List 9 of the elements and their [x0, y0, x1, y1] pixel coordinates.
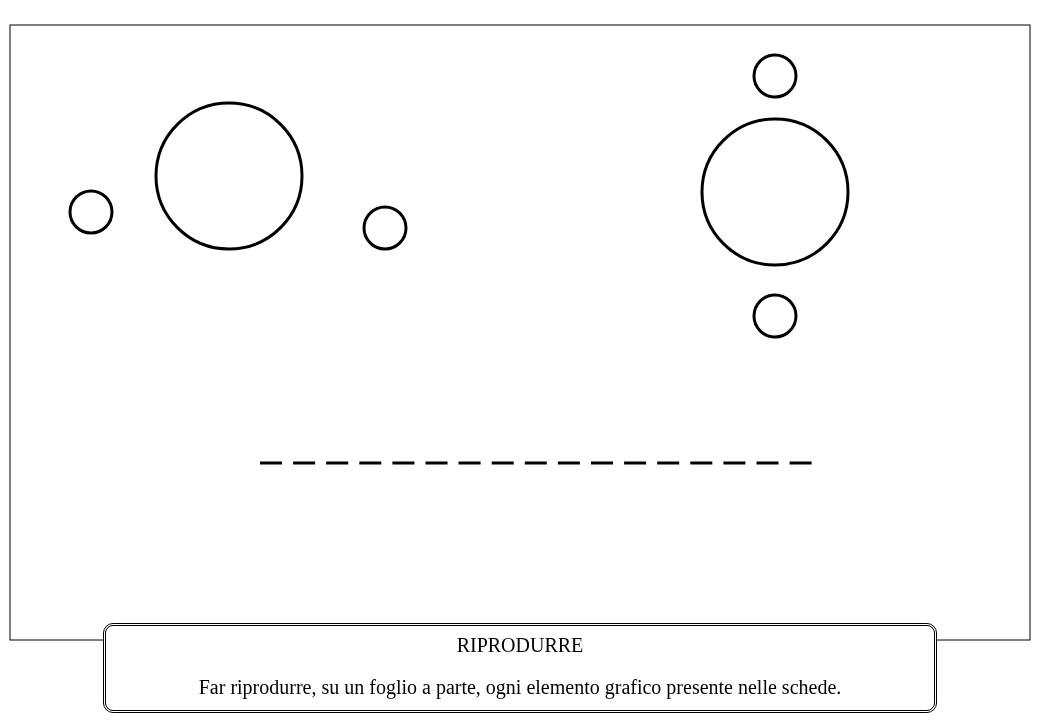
- large-circle: [700, 117, 850, 267]
- large-circle: [154, 101, 304, 251]
- small-circle: [362, 205, 408, 251]
- small-circle: [68, 189, 114, 235]
- small-circle: [752, 53, 798, 99]
- instruction-box: [103, 623, 937, 713]
- instruction-text: Far riprodurre, su un foglio a parte, ogni elemento grafico presente nelle schede.: [197, 676, 843, 699]
- small-circle: [752, 293, 798, 339]
- instruction-heading: RIPRODURRE: [455, 634, 585, 657]
